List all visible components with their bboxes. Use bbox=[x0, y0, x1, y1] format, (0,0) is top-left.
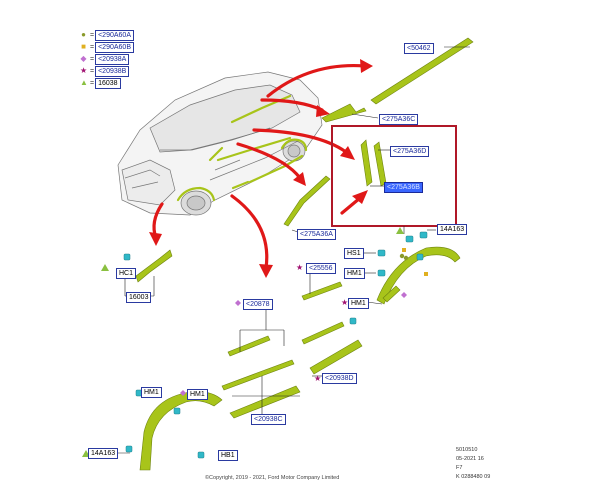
door-moulding-upper bbox=[301, 281, 343, 301]
legend-row: ■=<290A60B bbox=[80, 42, 134, 53]
clip-icon bbox=[416, 253, 424, 261]
sill-moulding-275A36A bbox=[283, 175, 331, 227]
star-icon: ★ bbox=[341, 298, 348, 307]
door-moulding-mid-2 bbox=[227, 335, 271, 357]
legend-label[interactable]: <20938B bbox=[95, 66, 130, 77]
callout-16003[interactable]: 16003 bbox=[126, 292, 152, 303]
highlight-box bbox=[331, 125, 457, 227]
clip-icon bbox=[377, 249, 386, 257]
callout-50462[interactable]: <50462 bbox=[404, 43, 434, 54]
direction-arrows bbox=[152, 63, 367, 270]
arrow-to-wheel-arch bbox=[230, 194, 269, 270]
roof-and-window-mouldings bbox=[283, 37, 474, 227]
clip-icon bbox=[197, 451, 205, 459]
front-wheel-arch bbox=[139, 391, 223, 471]
vehicle-illustration bbox=[117, 71, 323, 216]
callout-HM1[interactable]: HM1 bbox=[348, 298, 369, 309]
callout-25556[interactable]: <25556 bbox=[306, 263, 336, 274]
callout-14A163-bottom[interactable]: 14A163 bbox=[88, 448, 119, 459]
lower-exploded-parts bbox=[135, 246, 461, 471]
rear-arch-strip bbox=[382, 285, 401, 303]
meta-line: 05-2021 16 bbox=[456, 456, 484, 462]
circle-dot-icon bbox=[399, 253, 405, 259]
circle-dot-icon bbox=[403, 255, 409, 261]
clips bbox=[123, 231, 428, 459]
callout-20938D[interactable]: <20938D bbox=[322, 373, 357, 384]
legend-row: ●=<290A60A bbox=[80, 30, 134, 41]
door-moulding-mid-1 bbox=[301, 321, 345, 345]
clip-icon bbox=[349, 317, 357, 325]
legend-label[interactable]: <290A60B bbox=[95, 42, 134, 53]
callout-14A163-top[interactable]: 14A163 bbox=[437, 224, 468, 235]
clip-icon bbox=[173, 407, 181, 415]
arrow-to-roof-moulding bbox=[266, 63, 367, 98]
arrow-to-window-trim bbox=[252, 128, 348, 154]
front-arch-piece bbox=[135, 249, 173, 283]
legend-label[interactable]: <20938A bbox=[95, 54, 130, 65]
meta-line: K 0288480 09 bbox=[456, 474, 491, 480]
callout-HM1[interactable]: HM1 bbox=[187, 389, 208, 400]
callout-HM1[interactable]: HM1 bbox=[141, 387, 162, 398]
square-dot-icon bbox=[424, 272, 428, 276]
roof-moulding-50462 bbox=[370, 37, 474, 105]
clip-icon bbox=[405, 235, 414, 243]
clip-icon bbox=[123, 253, 131, 261]
door-moulding-lower-2 bbox=[309, 339, 363, 375]
legend-row: ◆=<20938A bbox=[80, 54, 130, 65]
triangle-icon bbox=[101, 264, 109, 271]
legend-label[interactable]: <290A60A bbox=[95, 30, 134, 41]
fastener-markers: ★ ★ ★ bbox=[82, 227, 428, 457]
square-dot-icon bbox=[402, 248, 406, 252]
callout-HS1[interactable]: HS1 bbox=[344, 248, 364, 259]
clip-icon bbox=[377, 269, 386, 277]
diamond-icon bbox=[401, 292, 407, 298]
square-dot-icon: ■ bbox=[81, 42, 86, 51]
star-icon: ★ bbox=[80, 66, 88, 75]
legend-row: ★=<20938B bbox=[80, 66, 130, 77]
diamond-icon: ◆ bbox=[80, 54, 87, 63]
star-icon: ★ bbox=[296, 263, 303, 272]
window-trim-275A36D-a bbox=[360, 139, 373, 187]
callout-275A36D[interactable]: <275A36D bbox=[390, 146, 430, 157]
legend-row: ▲=16038 bbox=[80, 78, 121, 89]
callout-20878[interactable]: <20878 bbox=[243, 299, 273, 310]
arrow-heads bbox=[149, 59, 373, 278]
door-moulding-lower-1 bbox=[229, 385, 301, 419]
callout-HB1[interactable]: HB1 bbox=[218, 450, 238, 461]
diamond-icon bbox=[235, 300, 241, 306]
callout-HC1[interactable]: HC1 bbox=[116, 268, 137, 279]
callout-20938C[interactable]: <20938C bbox=[251, 414, 286, 425]
triangle-icon bbox=[396, 227, 404, 234]
copyright-text: ©Copyright, 2019 - 2021, Ford Motor Comp… bbox=[205, 475, 340, 481]
drawing-meta: 5010510 05-2021 16 F7 K 0288480 09 bbox=[456, 446, 579, 482]
callout-275A36B[interactable]: <275A36B bbox=[384, 182, 423, 193]
callout-275A36A[interactable]: <275A36A bbox=[297, 229, 336, 240]
diamond-icon bbox=[180, 390, 186, 396]
callout-HM1[interactable]: HM1 bbox=[344, 268, 365, 279]
clip-icon bbox=[125, 445, 133, 453]
upper-moulding-275A36C bbox=[321, 103, 367, 123]
star-icon: ★ bbox=[314, 374, 321, 383]
arrow-to-sill-moulding bbox=[236, 142, 302, 180]
legend-label[interactable]: 16038 bbox=[95, 78, 121, 89]
window-trim-275A36D-b bbox=[373, 141, 387, 187]
meta-line: F7 bbox=[456, 465, 463, 471]
triangle-icon: ▲ bbox=[80, 78, 88, 87]
door-moulding-mid-3 bbox=[221, 359, 295, 391]
callout-275A36C[interactable]: <275A36C bbox=[379, 114, 419, 125]
meta-line: 5010510 bbox=[456, 447, 478, 453]
circle-dot-icon: ● bbox=[81, 30, 86, 39]
clip-icon bbox=[419, 231, 428, 239]
arrow-highlight-pointer bbox=[340, 196, 362, 215]
